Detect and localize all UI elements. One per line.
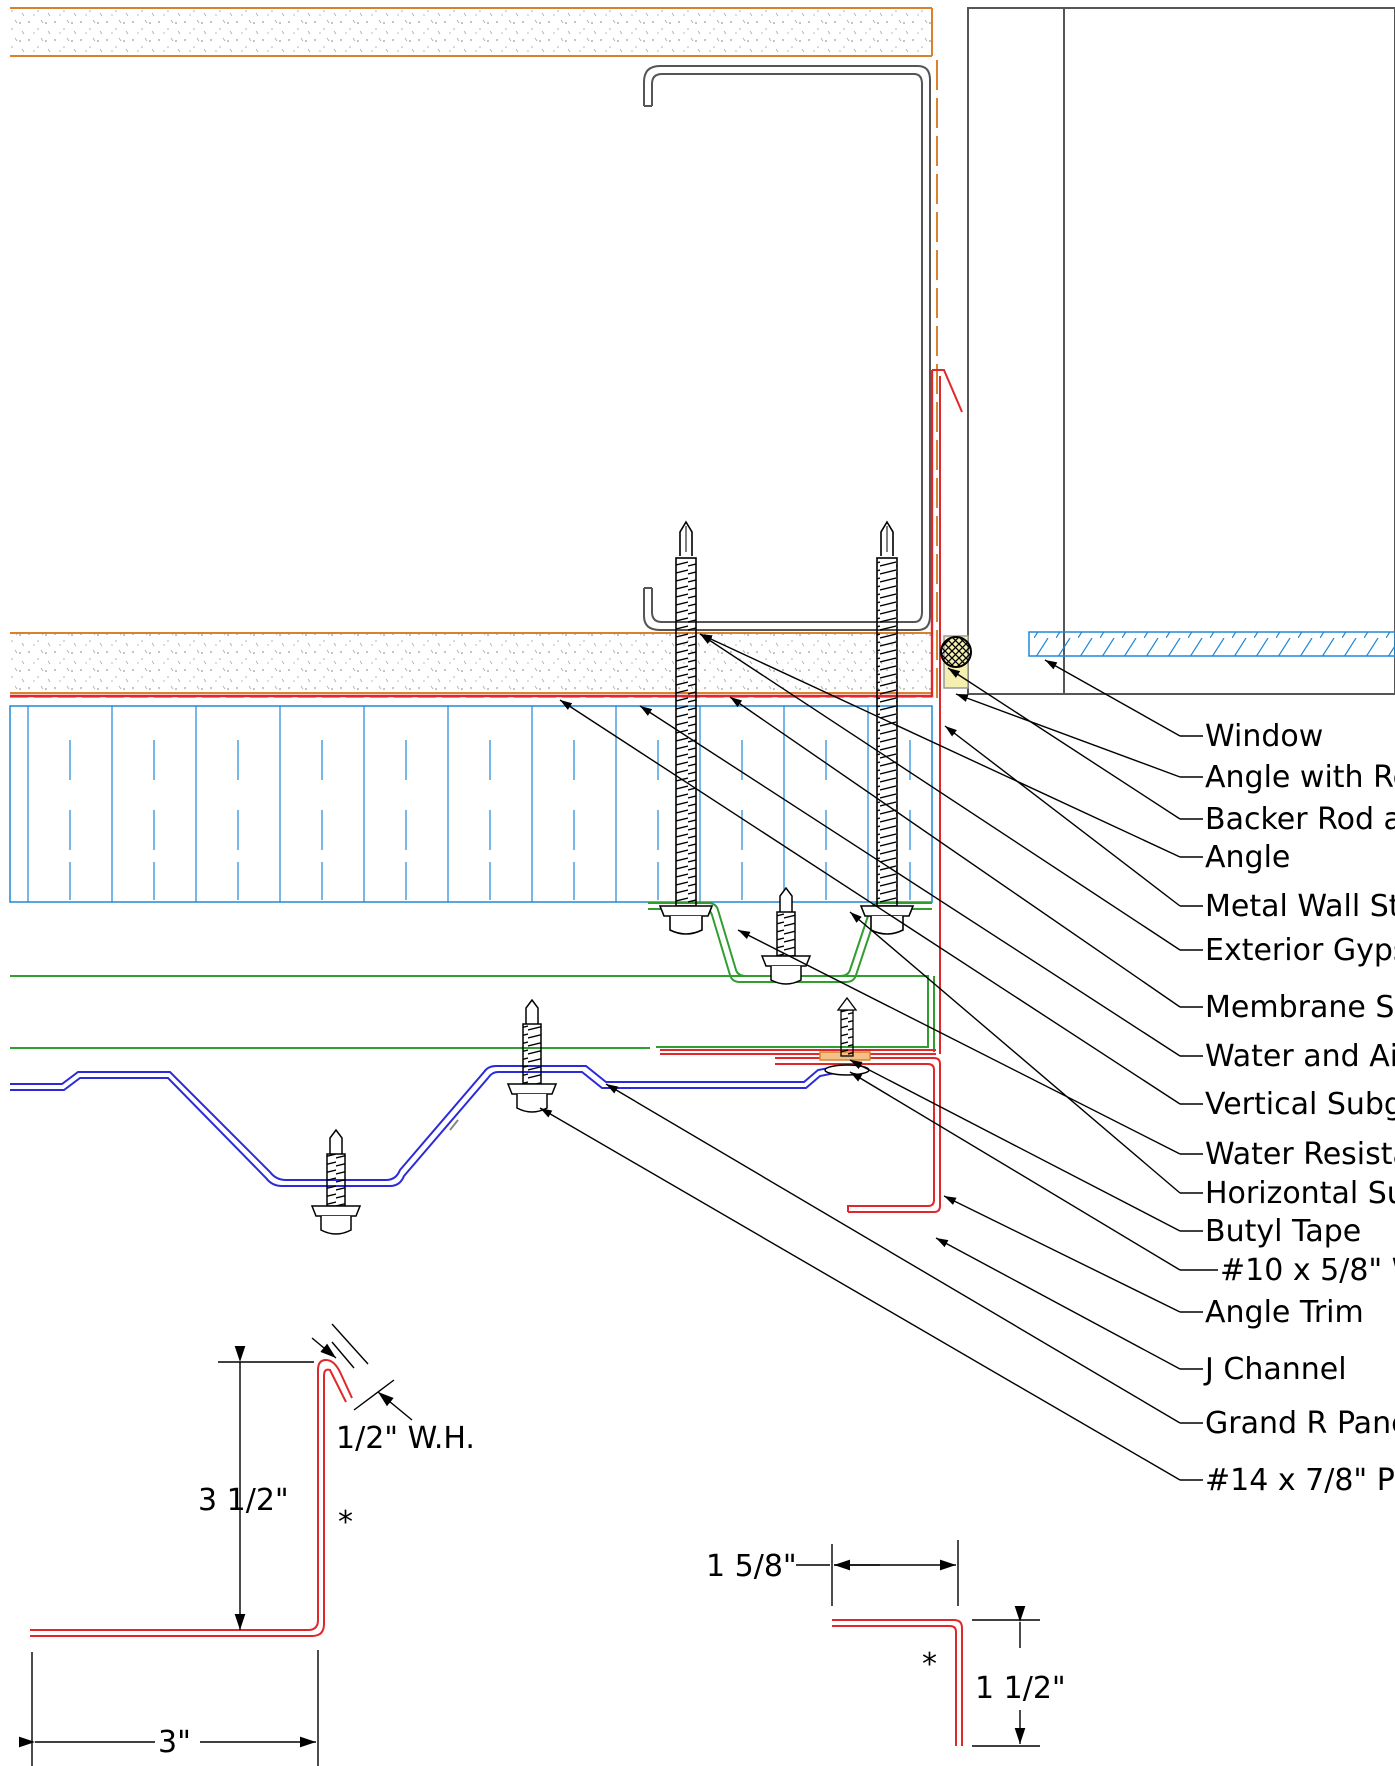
callout-membrane-strip: Membrane Str xyxy=(1205,990,1395,1025)
leader-8 xyxy=(559,699,1181,1105)
leader-16 xyxy=(539,1107,1181,1481)
leader-13 xyxy=(943,1195,1181,1313)
panel-screw-1 xyxy=(760,886,812,985)
angle-trim-profile-detail: 1 5/8" 1 1/2" * xyxy=(706,1540,1066,1747)
callout-vertical-subgirt: Vertical Subgi xyxy=(1205,1087,1395,1122)
long-fasteners xyxy=(658,520,915,935)
leader-14 xyxy=(935,1237,1181,1370)
leader-5 xyxy=(699,633,1181,951)
callout-exterior-gypsum: Exterior Gypsu xyxy=(1205,933,1395,968)
callout-angle-with-re: Angle with Re xyxy=(1205,760,1395,795)
leader-2 xyxy=(947,667,1181,820)
metal-wall-stud xyxy=(643,65,931,631)
callout-butyl-tape: Butyl Tape xyxy=(1205,1214,1361,1249)
leader-1 xyxy=(955,693,1181,778)
rigid-insulation xyxy=(9,705,933,903)
asterisk-j-channel: * xyxy=(338,1505,353,1540)
leader-15 xyxy=(605,1083,1181,1424)
callout-metal-wall-stud: Metal Wall Stu xyxy=(1205,889,1395,924)
leader-11 xyxy=(849,1059,1181,1232)
dim-weather-hem: 1/2" W.H. xyxy=(336,1421,475,1456)
callout-grand-r-panel: Grand R Pane xyxy=(1205,1406,1395,1441)
panel-fasteners xyxy=(310,886,870,1235)
exterior-gypsum-sheathing xyxy=(10,632,932,698)
callout-angle-trim: Angle Trim xyxy=(1205,1295,1364,1330)
window-sill-angle xyxy=(1028,631,1395,657)
callout-angle: Angle xyxy=(1205,840,1290,875)
dim-j-height: 3 1/2" xyxy=(198,1483,289,1518)
dim-angle-horizontal-leg: 1 5/8" xyxy=(706,1549,797,1584)
callout-labels: Window Angle with Re Backer Rod ar Angle… xyxy=(1203,719,1395,1498)
j-channel xyxy=(775,1057,941,1213)
backer-rod-and-sealant xyxy=(940,635,972,689)
callout-leaders xyxy=(539,633,1218,1481)
leader-6 xyxy=(729,696,1181,1008)
callout-10-screw: #10 x 5/8" W xyxy=(1220,1253,1395,1288)
callout-window: Window xyxy=(1205,719,1323,754)
leader-7 xyxy=(639,705,1181,1057)
asterisk-angle: * xyxy=(922,1647,937,1682)
callout-water-resistant: Water Resista xyxy=(1205,1137,1395,1172)
dim-j-width: 3" xyxy=(158,1725,191,1760)
callout-14-screw: #14 x 7/8" Pa xyxy=(1205,1463,1395,1498)
panel-screw-3 xyxy=(310,1128,362,1235)
long-screw-2 xyxy=(859,520,915,935)
j-channel-profile-detail: 1/2" W.H. 3 1/2" 3" * xyxy=(19,1323,475,1766)
panel-screw-2 xyxy=(506,998,558,1113)
leader-10 xyxy=(849,911,1181,1194)
long-screw-1 xyxy=(658,520,714,935)
callout-water-and-air: Water and Air xyxy=(1205,1039,1395,1074)
callout-j-channel: J Channel xyxy=(1203,1352,1347,1387)
grand-r-panel xyxy=(10,1065,841,1187)
upper-exterior-gypsum-board xyxy=(10,7,933,57)
window-frame xyxy=(967,7,1395,695)
dim-angle-vertical-leg: 1 1/2" xyxy=(975,1671,1066,1706)
leader-9 xyxy=(737,929,1181,1155)
angle-trim-flashing xyxy=(10,369,963,1055)
callout-backer-rod: Backer Rod ar xyxy=(1205,802,1395,837)
leader-12 xyxy=(849,1071,1181,1271)
leader-4 xyxy=(944,725,1181,907)
leader-3 xyxy=(699,633,1181,858)
horizontal-subgirt xyxy=(10,975,935,1052)
callout-horizontal-subgirt: Horizontal Sul xyxy=(1205,1176,1395,1211)
leader-0 xyxy=(1044,659,1181,737)
